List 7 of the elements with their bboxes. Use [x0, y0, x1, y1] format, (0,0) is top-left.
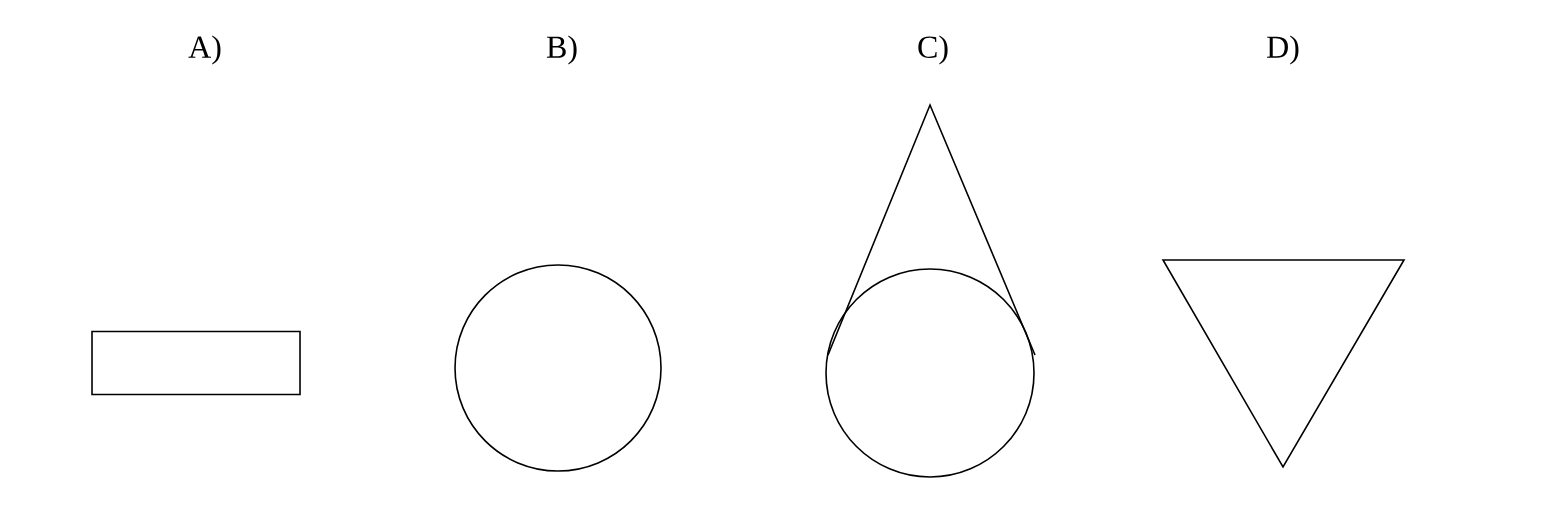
circle-shape: [454, 264, 662, 472]
option-label: C): [918, 35, 948, 65]
option-label: B): [546, 35, 577, 65]
cone-drawing: [825, 102, 1036, 478]
option-label: D): [1267, 35, 1299, 65]
option-label: A): [188, 35, 221, 65]
rectangle-shape: [91, 330, 301, 396]
